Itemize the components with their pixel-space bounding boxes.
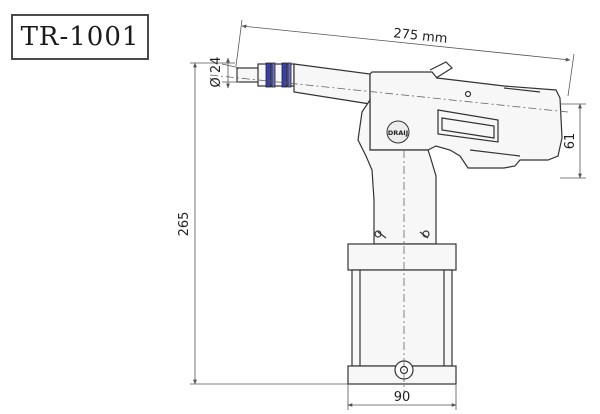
overall-height-dimension-label: 265 [177, 212, 192, 237]
centre-lines [209, 74, 569, 392]
nose-rings [265, 62, 292, 88]
tool-cylinder [347, 243, 457, 385]
nose-diameter-dimension-label: Ø 24 [209, 57, 224, 88]
logo-text: DRAIJ [388, 129, 408, 137]
dimension-lines [190, 19, 586, 410]
base-width-dimension-label: 90 [394, 390, 411, 405]
tool-head [369, 61, 563, 169]
model-label: TR-1001 [11, 14, 149, 60]
tool-barrel [293, 63, 371, 105]
head-height-dimension-label: 61 [563, 133, 578, 150]
logo-badge: DRAIJ [386, 120, 410, 144]
length-dimension-label: 275 mm [393, 26, 449, 47]
